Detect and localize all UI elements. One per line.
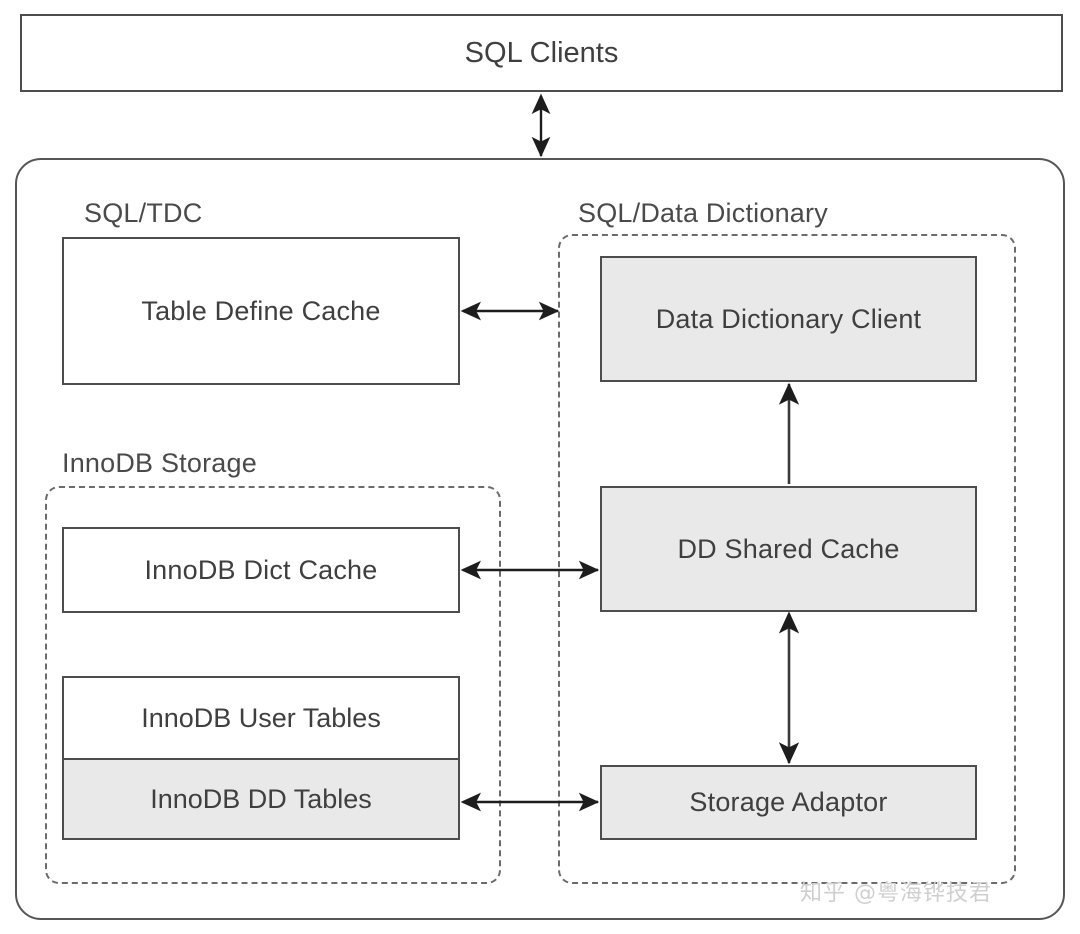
sql-clients-box: SQL Clients (20, 14, 1063, 92)
box-innodb-dict-cache-label: InnoDB Dict Cache (144, 554, 378, 585)
box-storage-adaptor: Storage Adaptor (600, 765, 977, 840)
box-innodb-user-tables-label: InnoDB User Tables (141, 702, 381, 733)
box-innodb-dd-tables: InnoDB DD Tables (64, 758, 458, 838)
group-label-sql-tdc: SQL/TDC (84, 198, 203, 228)
group-label-innodb-storage: InnoDB Storage (62, 448, 257, 478)
box-data-dictionary-client-label: Data Dictionary Client (655, 303, 922, 334)
box-dd-shared-cache: DD Shared Cache (600, 486, 977, 612)
stack-innodb-tables: InnoDB User Tables InnoDB DD Tables (62, 676, 460, 840)
dashed-group-sql-data-dictionary (558, 234, 1016, 884)
box-storage-adaptor-label: Storage Adaptor (689, 787, 888, 817)
box-innodb-user-tables: InnoDB User Tables (64, 678, 458, 758)
box-table-define-cache-label: Table Define Cache (141, 295, 381, 326)
watermark: 知乎 @粤海铧技君 (800, 881, 992, 906)
box-table-define-cache: Table Define Cache (62, 237, 460, 385)
box-innodb-dict-cache: InnoDB Dict Cache (62, 527, 460, 613)
box-dd-shared-cache-label: DD Shared Cache (677, 533, 900, 564)
box-data-dictionary-client: Data Dictionary Client (600, 256, 977, 382)
box-innodb-dd-tables-label: InnoDB DD Tables (150, 783, 372, 814)
group-label-sql-data-dictionary: SQL/Data Dictionary (578, 198, 828, 228)
dashed-group-innodb-storage (45, 486, 501, 884)
sql-clients-label: SQL Clients (464, 36, 619, 69)
